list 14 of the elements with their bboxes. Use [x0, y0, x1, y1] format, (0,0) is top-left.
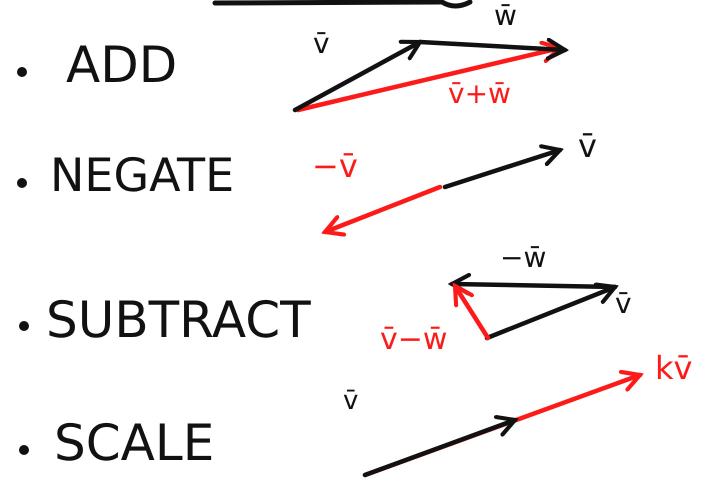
- vector-label: v̄: [313, 30, 330, 58]
- operation-label: SUBTRACT: [46, 295, 311, 345]
- vector-label: −v̄: [312, 150, 358, 182]
- vector-label: −w̄: [500, 244, 546, 272]
- operation-label: SCALE: [54, 418, 214, 468]
- vector-label: w̄: [494, 2, 517, 30]
- vector-label: v̄: [615, 290, 632, 318]
- vector-label: v̄−w̄: [380, 325, 448, 355]
- operation-label: ADD: [66, 40, 178, 90]
- vector-label: v̄: [343, 388, 358, 414]
- vector-label: v̄: [578, 130, 597, 162]
- vector-label: kv̄: [655, 352, 692, 384]
- vector-label: v̄+w̄: [448, 80, 511, 108]
- operation-label: NEGATE: [50, 152, 234, 198]
